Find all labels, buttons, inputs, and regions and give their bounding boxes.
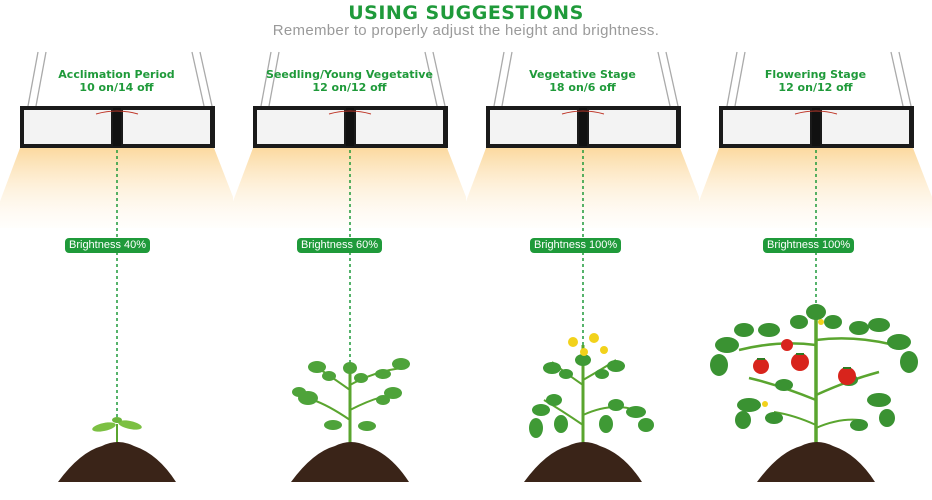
- page-title: USING SUGGESTIONS: [348, 2, 584, 24]
- stage-illustration: [0, 51, 233, 482]
- stage-schedule: 12 on/12 off: [312, 81, 387, 94]
- stage-label: Vegetative Stage 18 on/6 off: [466, 68, 699, 94]
- grow-light-panel-icon: [253, 106, 448, 148]
- hanging-wire-icon: [726, 51, 912, 107]
- stage-schedule: 18 on/6 off: [549, 81, 616, 94]
- stage-name: Flowering Stage: [764, 68, 867, 81]
- stage-seedling: Seedling/Young Vegetative 12 on/12 off B…: [233, 0, 466, 500]
- brightness-badge: Brightness 100%: [530, 238, 622, 253]
- stage-schedule: 10 on/14 off: [79, 81, 154, 94]
- grow-light-panel-icon: [486, 106, 681, 148]
- stage-name: Acclimation Period: [58, 68, 175, 81]
- grow-light-panel-icon: [20, 106, 215, 148]
- brightness-badge: Brightness 60%: [297, 238, 383, 253]
- stage-label: Acclimation Period 10 on/14 off: [0, 68, 233, 94]
- young-plant-icon: [292, 358, 410, 448]
- stage-name: Seedling/Young Vegetative: [266, 68, 433, 81]
- tomato-fruit-icon: [753, 339, 856, 385]
- grow-light-panel-icon: [719, 106, 914, 148]
- soil-mound-icon: [291, 442, 409, 482]
- stage-schedule: 12 on/12 off: [778, 81, 853, 94]
- stage-acclimation: Acclimation Period 10 on/14 off Brightne…: [0, 0, 233, 500]
- stage-illustration: [466, 51, 699, 482]
- stage-label: Seedling/Young Vegetative 12 on/12 off: [233, 68, 466, 94]
- hanging-wire-icon: [493, 51, 679, 107]
- soil-mound-icon: [524, 442, 642, 482]
- stage-label: Flowering Stage 12 on/12 off: [699, 68, 932, 94]
- soil-mound-icon: [58, 442, 176, 482]
- yellow-flower-icon: [568, 333, 608, 356]
- flowering-plant-icon: [529, 333, 654, 448]
- stage-illustration: [233, 51, 466, 482]
- hanging-wire-icon: [27, 51, 213, 107]
- stage-name: Vegetative Stage: [529, 68, 636, 81]
- brightness-badge: Brightness 100%: [763, 238, 855, 253]
- stage-flowering: Flowering Stage 12 on/12 off Brightness …: [699, 0, 932, 500]
- tomato-plant-icon: [710, 304, 918, 448]
- stage-illustration: [699, 51, 932, 482]
- page-subtitle: Remember to properly adjust the height a…: [272, 22, 660, 39]
- soil-mound-icon: [757, 442, 875, 482]
- stage-vegetative: Vegetative Stage 18 on/6 off Brightness …: [466, 0, 699, 500]
- brightness-badge: Brightness 40%: [65, 238, 151, 253]
- hanging-wire-icon: [260, 51, 446, 107]
